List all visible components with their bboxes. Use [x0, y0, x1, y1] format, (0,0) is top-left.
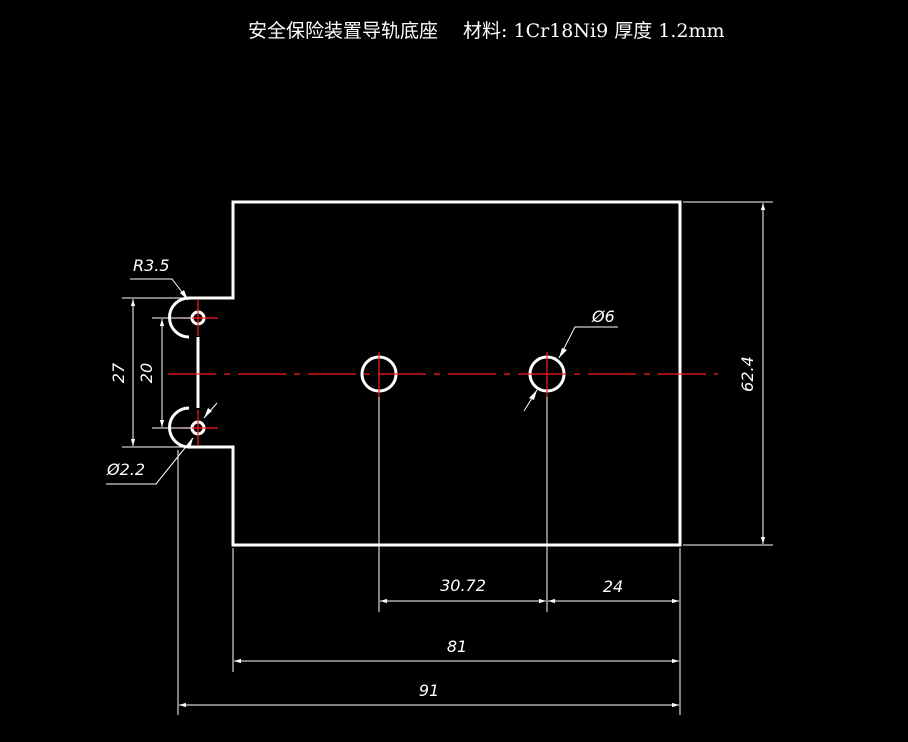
leader-phi6: [558, 326, 618, 359]
dimension-lines: [130, 203, 766, 708]
arrow-phi6-b: [529, 390, 537, 400]
dim-text-small-hole: Ø2.2: [106, 460, 145, 479]
leaders: [106, 278, 618, 485]
extension-lines: [122, 201, 773, 715]
arrow-phi22-b: [204, 408, 212, 418]
leader-phi22: [106, 437, 194, 485]
drawing-title: 安全保险装置导轨底座 材料: 1Cr18Ni9 厚度 1.2mm: [248, 20, 725, 42]
dim-text-27: 27: [109, 362, 128, 383]
arrow-phi22-a: [186, 438, 193, 449]
dim-text-radius: R3.5: [133, 256, 170, 275]
leader-r35: [130, 278, 189, 301]
dim-text-hole-spacing: 30.72: [440, 576, 486, 595]
dim-text-height: 62.4: [738, 356, 757, 392]
dim-text-hole-edge: 24: [603, 577, 623, 596]
dim-text-20: 20: [137, 363, 156, 383]
arrow-phi6-a: [559, 348, 567, 358]
dim-text-large-hole: Ø6: [591, 307, 615, 326]
dim-text-overall-width: 91: [419, 681, 439, 700]
center-lines: [168, 300, 718, 446]
dim-text-body-width: 81: [447, 637, 467, 656]
arrow-r35: [180, 290, 188, 300]
